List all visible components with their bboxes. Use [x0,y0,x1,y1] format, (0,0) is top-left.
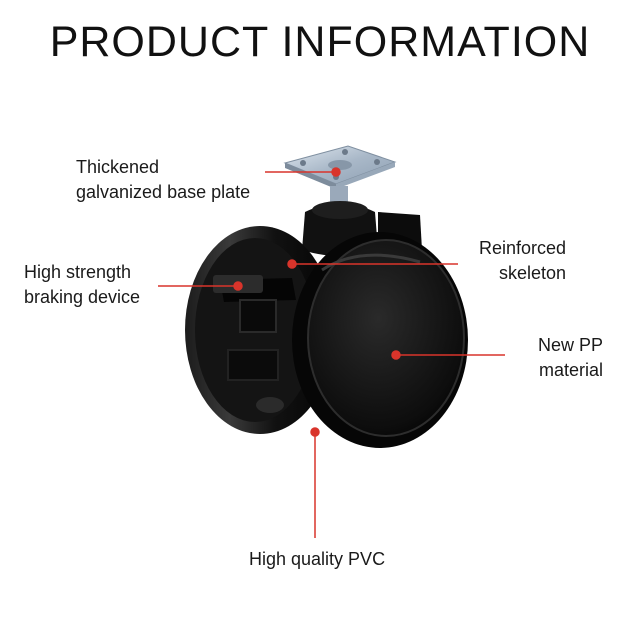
label-base-plate-line2: galvanized base plate [76,182,251,202]
label-skeleton-line1: Reinforced [478,238,566,258]
label-pp-line2: material [538,360,603,380]
leader-dot-base-plate [331,167,341,177]
back-wheel [185,226,335,434]
label-skeleton: Reinforced skeleton [466,236,566,286]
label-pp-material: New PP material [500,333,603,383]
label-skeleton-line2: skeleton [498,263,566,283]
front-wheel [292,232,468,448]
label-base-plate-line1: Thickened [76,157,160,177]
page-title: PRODUCT INFORMATION [49,18,591,66]
label-braking-line1: High strength [24,262,132,282]
leader-dot-skeleton [287,259,297,269]
label-pvc-line1: High quality PVC [249,549,386,569]
label-pvc: High quality PVC [249,547,385,572]
leader-dot-pvc [310,427,320,437]
leader-dot-braking [233,281,243,291]
leader-dot-pp [391,350,401,360]
label-pp-line1: New PP [537,335,603,355]
leader-lines [158,167,505,538]
label-base-plate: Thickened galvanized base plate [76,155,250,205]
label-braking-device: High strength braking device [24,260,140,310]
base-plate [283,145,397,189]
label-braking-line2: braking device [24,287,141,307]
